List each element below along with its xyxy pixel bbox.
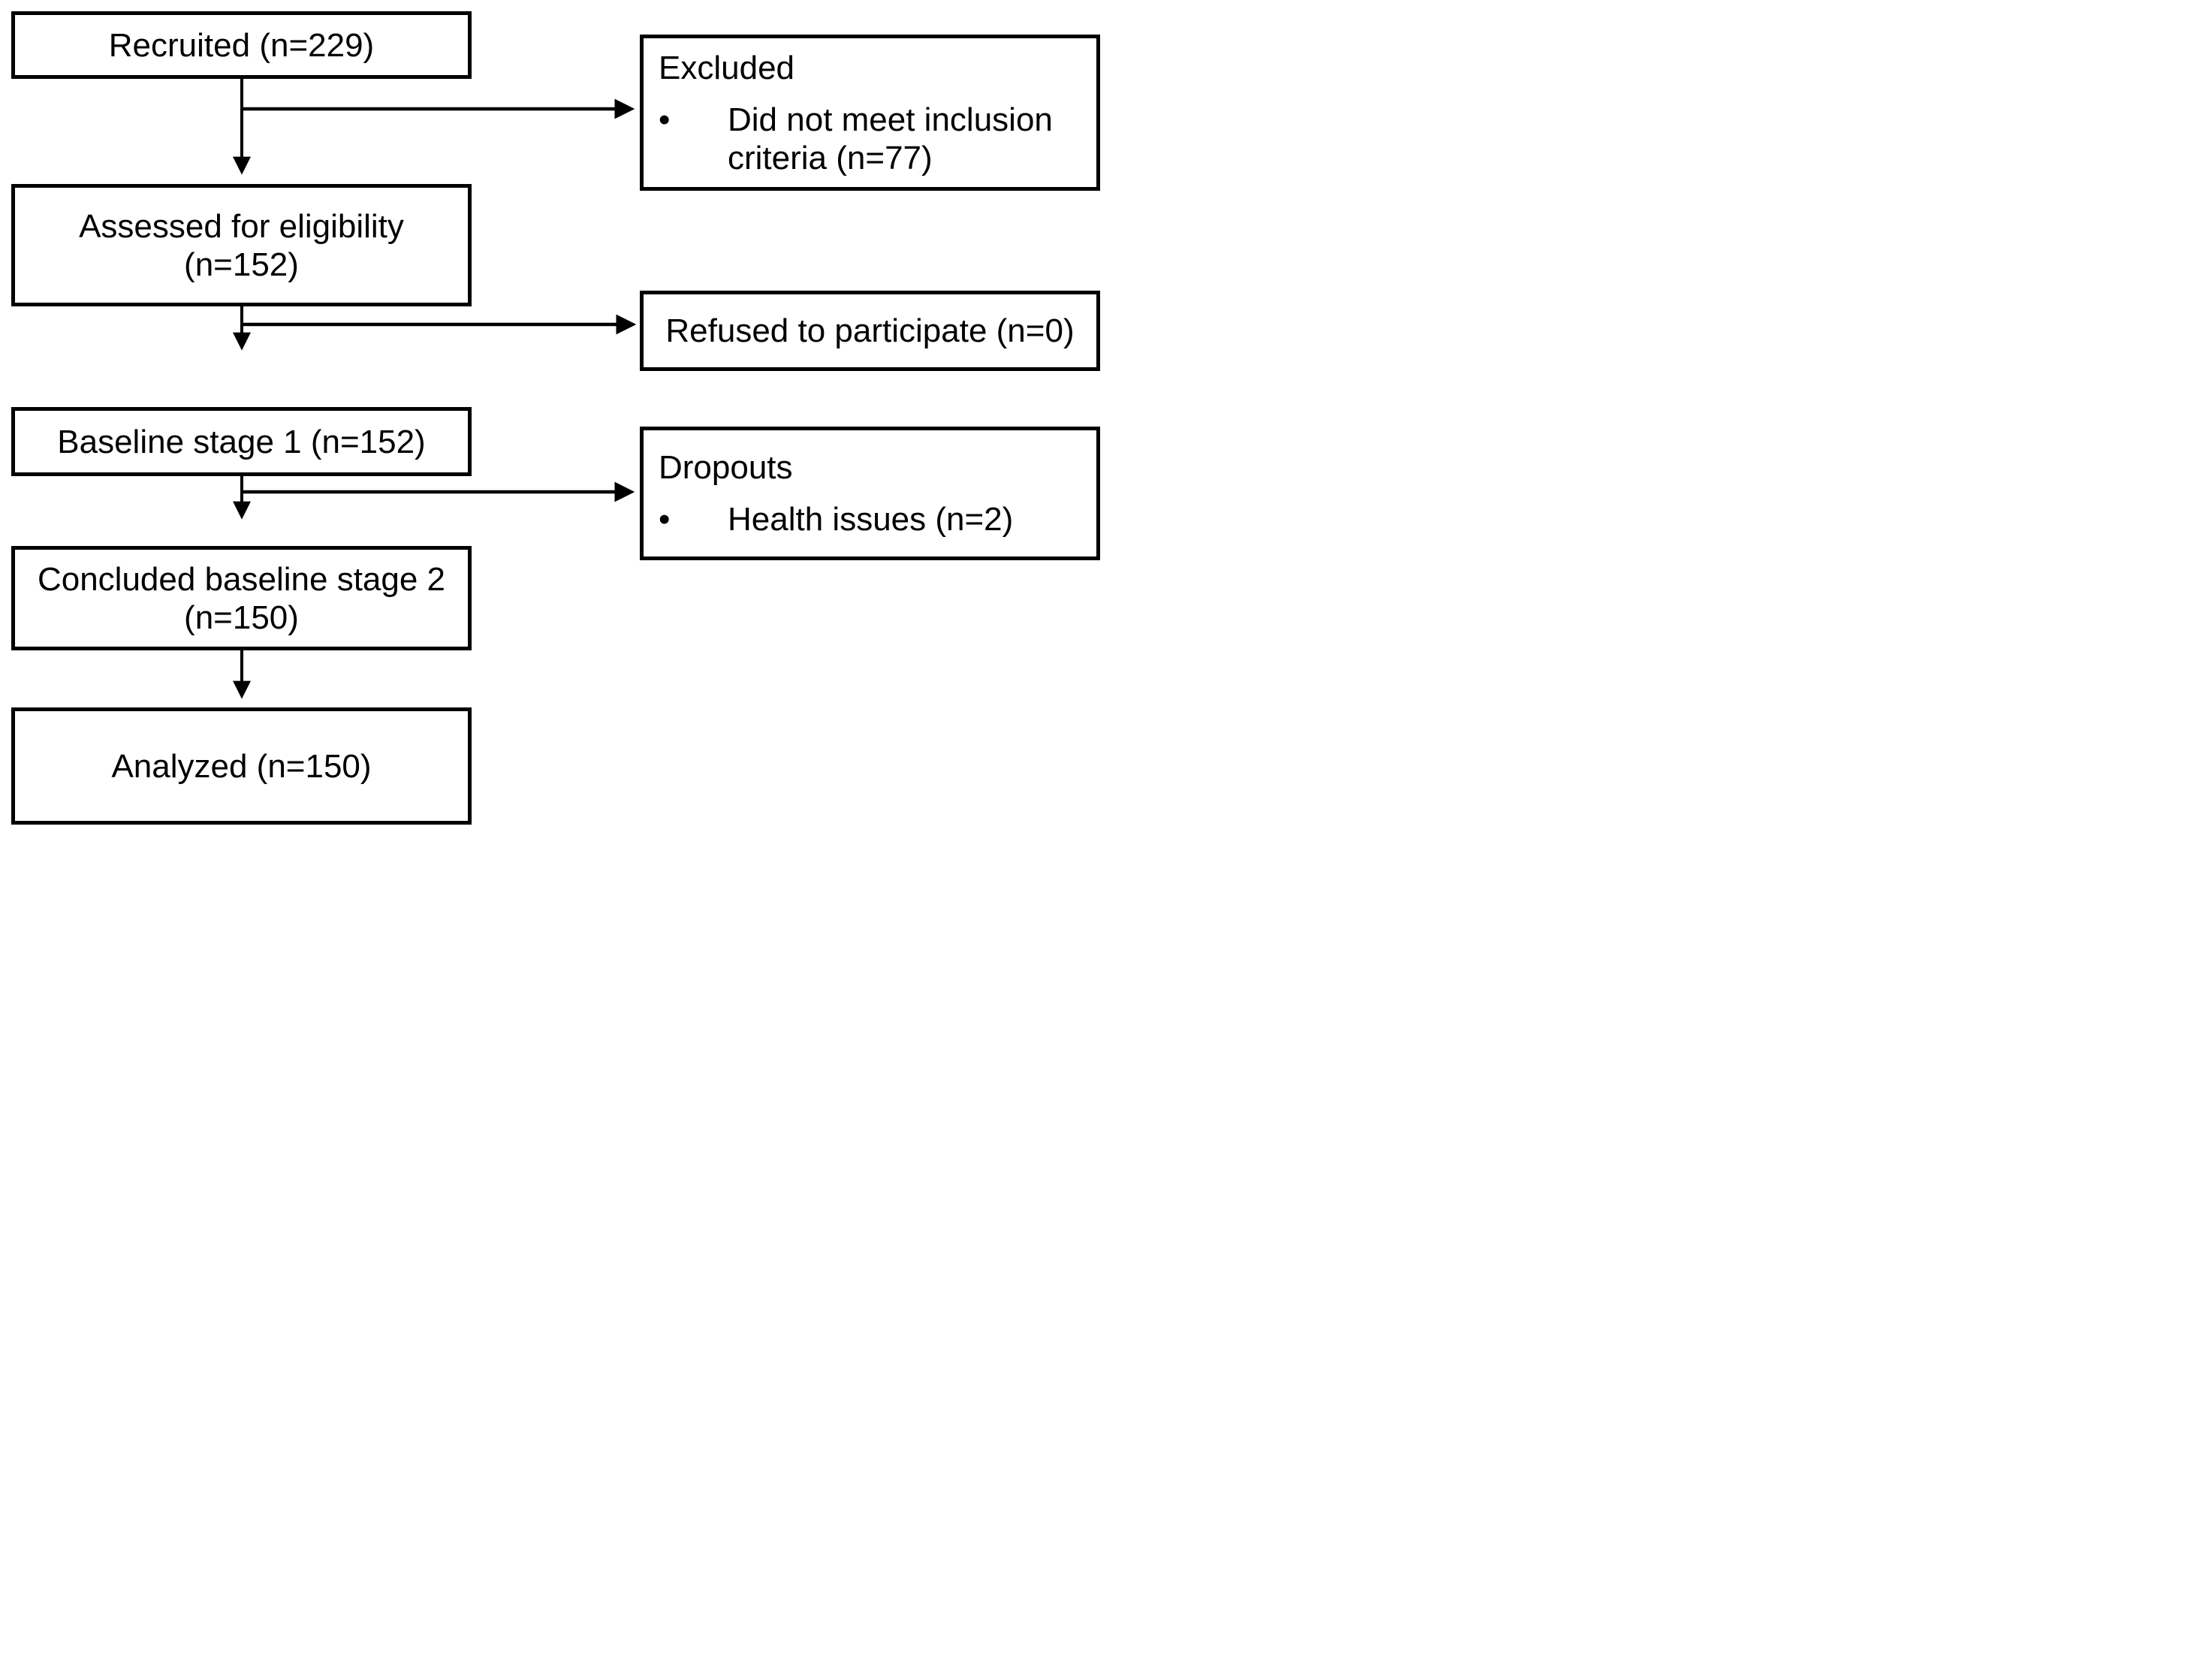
box-baseline-stage-1: Baseline stage 1 (n=152) xyxy=(11,407,472,476)
box-dropouts-bullet-row: • Health issues (n=2) xyxy=(659,500,1083,538)
box-baseline-stage-1-label: Baseline stage 1 (n=152) xyxy=(57,423,426,460)
box-concluded-label-line1: Concluded baseline stage 2 xyxy=(37,560,446,598)
box-recruited-label: Recruited (n=229) xyxy=(108,26,375,64)
consort-flow-diagram: Recruited (n=229) Excluded • Did not mee… xyxy=(0,0,1105,840)
box-excluded-bullet-text: Did not meet inclusion criteria (n=77) xyxy=(728,101,1053,176)
box-refused-to-participate: Refused to participate (n=0) xyxy=(640,291,1100,371)
box-analyzed-label: Analyzed (n=150) xyxy=(111,747,372,785)
box-excluded-title: Excluded xyxy=(659,49,795,86)
box-assessed-label-line2: (n=152) xyxy=(184,246,299,283)
box-assessed-label-line1: Assessed for eligibility xyxy=(79,207,404,245)
box-recruited: Recruited (n=229) xyxy=(11,11,472,79)
bullet-icon: • xyxy=(659,101,671,138)
box-concluded-baseline-stage-2: Concluded baseline stage 2 (n=150) xyxy=(11,546,472,650)
box-dropouts-title: Dropouts xyxy=(659,449,793,486)
box-dropouts: Dropouts • Health issues (n=2) xyxy=(640,427,1100,560)
flow-arrow-layer xyxy=(233,79,637,699)
box-excluded-bullet-row: • Did not meet inclusion criteria (n=77) xyxy=(659,101,1083,177)
bullet-icon: • xyxy=(659,501,671,538)
box-dropouts-bullet-text: Health issues (n=2) xyxy=(728,501,1014,538)
box-analyzed: Analyzed (n=150) xyxy=(11,707,472,825)
box-assessed-for-eligibility: Assessed for eligibility (n=152) xyxy=(11,184,472,306)
box-refused-label: Refused to participate (n=0) xyxy=(665,312,1075,349)
box-excluded: Excluded • Did not meet inclusion criter… xyxy=(640,35,1100,191)
box-concluded-label-line2: (n=150) xyxy=(184,599,299,636)
